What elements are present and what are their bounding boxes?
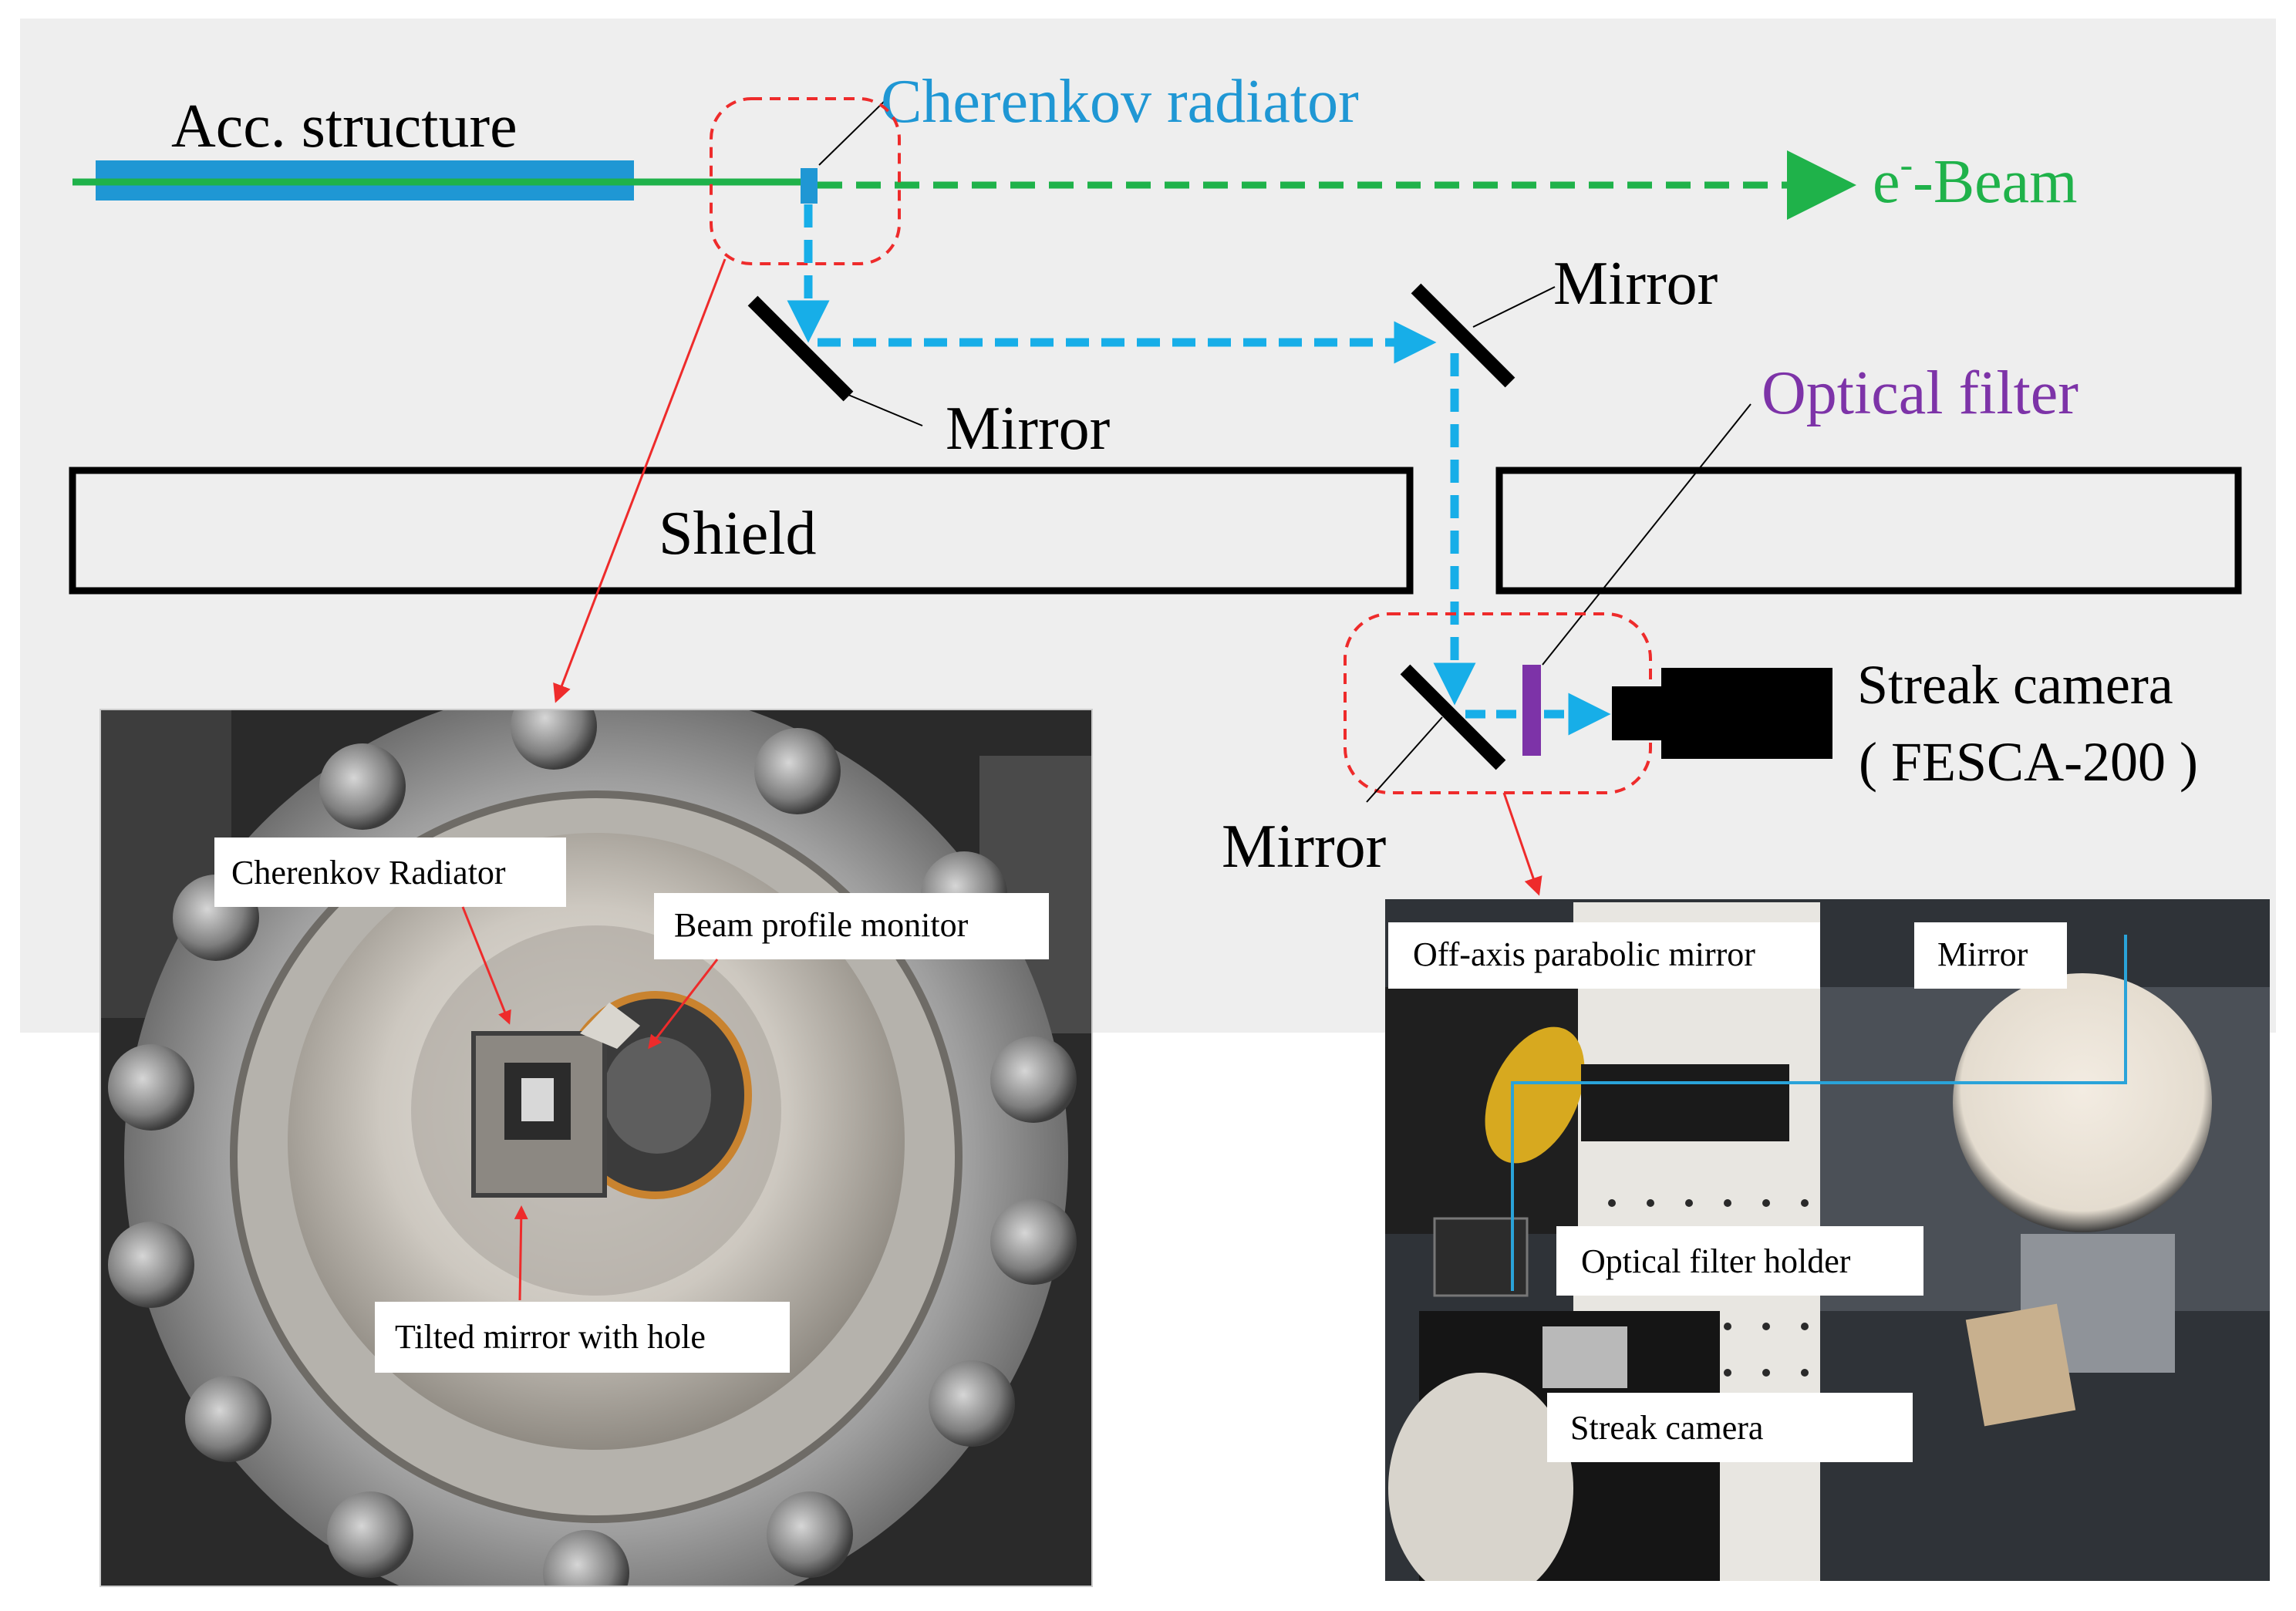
shield-label: Shield — [659, 500, 816, 568]
mirror-1-label: Mirror — [946, 395, 1110, 463]
label-box-oap — [1388, 922, 1820, 989]
label-beam-profile-monitor: Beam profile monitor — [674, 906, 969, 944]
streak-camera-model: ( FESCA-200 ) — [1859, 731, 2198, 793]
cherenkov-leader — [818, 98, 888, 166]
arrow-tilted-mirror — [514, 1205, 528, 1301]
label-oap-mirror: Off-axis parabolic mirror — [1413, 935, 1755, 973]
cherenkov-radiator — [801, 168, 818, 204]
callout-arrow-left — [553, 258, 727, 703]
mirror-2-leader — [1472, 286, 1556, 328]
beam-path-overlay — [1511, 935, 2127, 1291]
cherenkov-callout-box — [710, 97, 901, 265]
streak-camera-body — [1661, 668, 1832, 759]
label-box-streak-camera — [1547, 1393, 1913, 1462]
label-optical-filter-holder: Optical filter holder — [1581, 1242, 1851, 1280]
acc-structure-label: Acc. structure — [171, 93, 518, 160]
arrow-beam-profile — [648, 959, 719, 1050]
beam-label: e--Beam — [1873, 143, 2077, 216]
beam-label-suffix: -Beam — [1913, 148, 2077, 216]
optical-filter-label: Optical filter — [1762, 359, 2079, 427]
mirror-photo — [1953, 973, 2212, 1232]
mirror-3 — [1400, 664, 1506, 770]
label-box-beam-profile — [654, 893, 1049, 959]
optical-filter — [1522, 665, 1541, 756]
label-box-filter-holder — [1556, 1226, 1923, 1296]
mirror-3-label: Mirror — [1222, 813, 1386, 881]
arrow-cherenkov-radiator — [461, 906, 511, 1025]
photo-right: Off-axis parabolic mirror Mirror Optical… — [1385, 899, 2270, 1581]
label-box-cherenkov-radiator — [214, 838, 566, 907]
shield-left — [69, 467, 1414, 595]
callout-arrow-right — [1502, 792, 1542, 896]
photo-left: Cherenkov Radiator Beam profile monitor … — [99, 709, 1093, 1587]
label-box-mirror — [1914, 922, 2067, 989]
mirror-1-leader — [848, 394, 923, 426]
cherenkov-radiator-label: Cherenkov radiator — [881, 68, 1359, 136]
label-tilted-mirror: Tilted mirror with hole — [395, 1318, 706, 1356]
label-mirror: Mirror — [1937, 935, 2028, 973]
optical-filter-leader — [1542, 403, 1752, 666]
beam-label-sup: - — [1900, 143, 1913, 186]
streak-camera-label: Streak camera — [1857, 654, 2173, 716]
label-box-tilted-mirror — [375, 1302, 790, 1373]
oap-mirror-photo — [1485, 1026, 1585, 1164]
mirror-1 — [747, 295, 854, 402]
streak-camera-snout — [1612, 686, 1663, 740]
label-cherenkov-radiator: Cherenkov Radiator — [231, 854, 506, 891]
mirror-3-leader — [1366, 716, 1443, 803]
mirror-2 — [1411, 283, 1515, 388]
mirror-2-label: Mirror — [1553, 250, 1718, 318]
shield-right — [1495, 467, 2242, 595]
label-streak-camera: Streak camera — [1570, 1409, 1763, 1447]
